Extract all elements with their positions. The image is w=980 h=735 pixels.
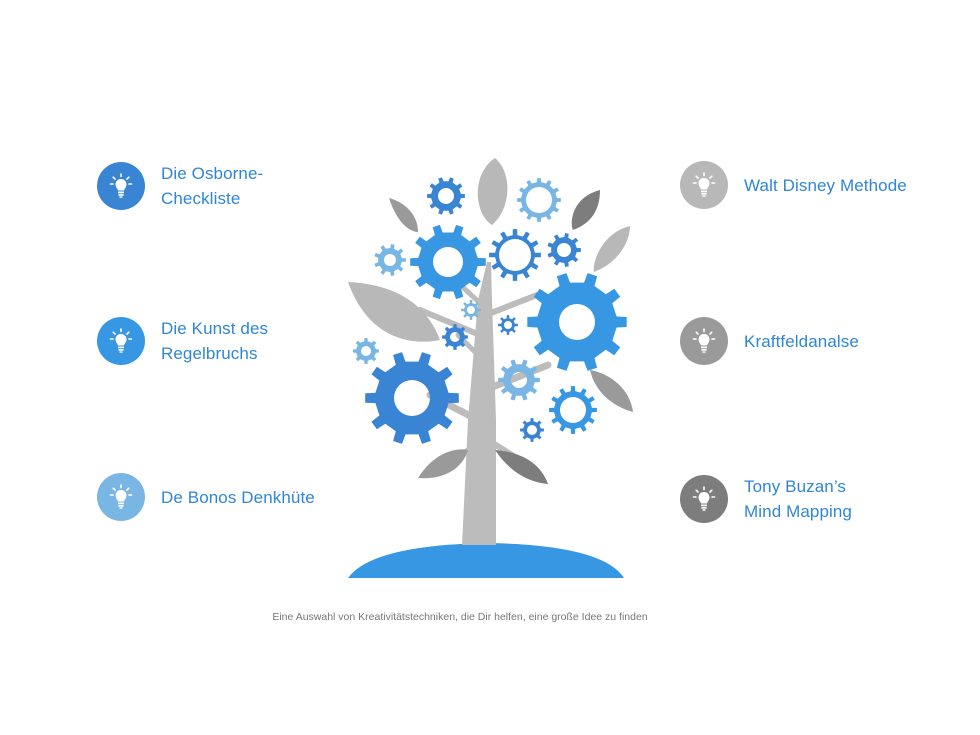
tree-leaves — [348, 158, 633, 484]
bulb-badge — [680, 317, 728, 365]
gear-icon — [549, 386, 597, 434]
gear-icon — [520, 418, 544, 442]
technique-denkhuete: De Bonos Denkhüte — [97, 473, 315, 521]
gear-icon — [489, 229, 541, 281]
gear-icon — [461, 300, 481, 320]
gear-icon — [547, 233, 581, 267]
leaf — [590, 370, 633, 412]
technique-mind-mapping: Tony Buzan’s Mind Mapping — [680, 474, 852, 524]
gears-group — [353, 177, 627, 444]
gear-icon — [365, 352, 459, 444]
leaf — [571, 190, 600, 230]
lightbulb-icon — [692, 486, 716, 511]
technique-kraftfeld: Kraftfeldanalse — [680, 317, 859, 365]
bulb-badge — [97, 473, 145, 521]
gear-icon — [427, 177, 465, 215]
gear-tree-illustration — [348, 158, 633, 578]
gear-icon — [442, 324, 468, 350]
technique-label: Kraftfeldanalse — [744, 331, 859, 351]
technique-regelbruch: Die Kunst des Regelbruchs — [97, 316, 268, 366]
tree-trunk — [462, 262, 496, 545]
technique-walt-disney: Walt Disney Methode — [680, 161, 907, 209]
gear-icon — [517, 178, 561, 222]
gear-icon — [374, 244, 406, 276]
lightbulb-icon — [692, 328, 716, 353]
gear-icon — [498, 315, 518, 335]
caption: Eine Auswahl von Kreativitätstechniken, … — [272, 611, 648, 623]
leaf — [389, 198, 418, 232]
leaf — [495, 450, 548, 484]
lightbulb-icon — [109, 173, 133, 198]
leaf — [418, 449, 468, 479]
bulb-badge — [680, 475, 728, 523]
gear-icon — [353, 338, 379, 364]
ground-hill — [348, 543, 624, 578]
gear-icon — [527, 273, 627, 371]
leaf — [593, 226, 630, 272]
gear-icon — [410, 224, 486, 300]
gear-icon — [498, 359, 540, 401]
lightbulb-icon — [692, 172, 716, 197]
lightbulb-icon — [109, 328, 133, 353]
bulb-badge — [97, 317, 145, 365]
technique-osborne: Die Osborne- Checkliste — [97, 161, 263, 211]
technique-label: Die Kunst des Regelbruchs — [161, 319, 269, 363]
lightbulb-icon — [109, 484, 133, 509]
leaf — [477, 158, 508, 225]
technique-label: Die Osborne- Checkliste — [161, 164, 264, 208]
bulb-badge — [680, 161, 728, 209]
technique-label: Walt Disney Methode — [744, 175, 907, 195]
technique-label: De Bonos Denkhüte — [161, 487, 315, 507]
technique-label: Tony Buzan’s Mind Mapping — [744, 477, 852, 521]
bulb-badge — [97, 162, 145, 210]
leaf — [348, 282, 440, 342]
